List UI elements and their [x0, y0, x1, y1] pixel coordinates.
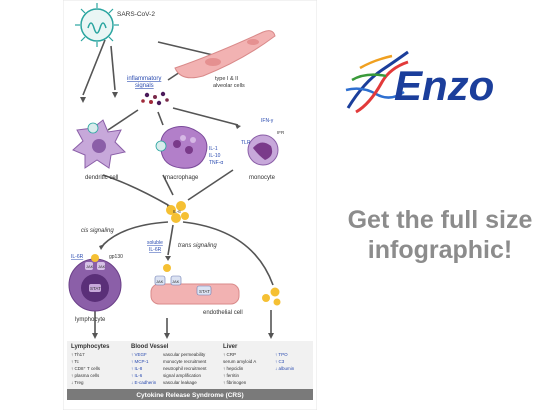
- vessel-right-item: vascular permeability: [163, 352, 206, 357]
- infographic-poster[interactable]: SARS-CoV-2 type I & II alveolar cells in…: [63, 0, 317, 410]
- macrophage-label: macrophage: [165, 175, 199, 181]
- liver-right-item: ↑ TPO: [275, 352, 288, 357]
- vessel-right-item: neutrophil recruitment: [163, 366, 207, 371]
- lymphocyte-label: lymphocyte: [75, 317, 106, 323]
- il6r-label: IL-6R: [71, 254, 84, 260]
- alveolar-label-2: alveolar cells: [213, 83, 245, 89]
- macrophage-icon: [155, 126, 208, 169]
- dna-helix-icon: [345, 50, 409, 114]
- effects-table: [67, 341, 313, 396]
- inflammatory-signal-dots: [141, 91, 169, 106]
- lymph-item: ↑ Th17: [71, 352, 85, 357]
- vessel-right-item: signal amplification: [163, 373, 202, 378]
- vessel-left-item: ↓ E-cadherin: [131, 380, 157, 385]
- liver-right-item: ↓ albumin: [275, 366, 295, 371]
- il10-label: IL-10: [209, 153, 221, 159]
- dendritic-cell-label: dendritic cell: [85, 175, 118, 181]
- stat-label-endo: STAT: [199, 289, 210, 294]
- vessel-left-item: ↑ VEGF: [131, 352, 147, 357]
- cis-signaling-label: cis signaling: [81, 228, 114, 234]
- ifn-label: IFN-γ: [261, 118, 274, 124]
- jak-label-right: JAK: [98, 264, 106, 269]
- logo-text: Enzo: [394, 62, 494, 109]
- full-size-infographic-link[interactable]: Get the full size infographic!: [320, 205, 560, 265]
- tlr-label: TLR: [241, 140, 251, 146]
- gp130-label: gp130: [109, 254, 123, 260]
- endothelial-cell-icon: [150, 264, 240, 305]
- inflammatory-label-1: inflammatory: [127, 76, 161, 82]
- lymphocyte-icon: [68, 254, 122, 312]
- soluble-label-1: soluble: [147, 240, 163, 246]
- monocyte-label: monocyte: [249, 175, 276, 181]
- endothelial-label: endothelial cell: [203, 310, 243, 316]
- alveolar-label-1: type I & II: [215, 76, 239, 82]
- lymph-item: ↓ Treg: [71, 380, 84, 385]
- vessel-left-item: ↑ IL-6: [131, 373, 143, 378]
- liver-left-item: serum amyloid A: [223, 359, 256, 364]
- sars-cov-2-virus-icon: [75, 3, 119, 47]
- cta-line-1: Get the full size: [347, 206, 533, 234]
- jak-label-endo-2: JAK: [172, 279, 180, 284]
- crs-footer-bar: [67, 389, 313, 400]
- enzo-logo[interactable]: Enzo: [342, 42, 540, 120]
- pathway-arrows: [82, 39, 274, 333]
- tnf-label: TNF-α: [209, 160, 223, 166]
- lymphocytes-title: Lymphocytes: [71, 344, 110, 350]
- liver-left-item: ↑ CRP: [223, 352, 236, 357]
- alveolar-cells-icon: [174, 30, 276, 79]
- inflammatory-label-2: signals: [135, 83, 154, 89]
- dendritic-cell-icon: [72, 119, 127, 169]
- jak-label-endo-1: JAK: [156, 279, 164, 284]
- liver-right-item: ↑ C3: [275, 359, 285, 364]
- liver-left-item: ↑ hepcidin: [223, 366, 244, 371]
- stat-label-lymph: STAT: [90, 286, 101, 291]
- liver-left-item: ↑ ferritin: [223, 373, 240, 378]
- liver-title: Liver: [223, 344, 238, 350]
- ifr-label: IFR: [277, 130, 285, 135]
- liver-left-item: ↑ fibrinogen: [223, 380, 247, 385]
- il6-label: IL-6: [173, 209, 181, 214]
- virus-label: SARS-CoV-2: [117, 11, 155, 18]
- lymph-item: ↑ plasma cells: [71, 373, 100, 378]
- vessel-left-item: ↑ IL-8: [131, 366, 143, 371]
- trans-signaling-label: trans signaling: [178, 243, 217, 249]
- il6-cytokine-icon: [166, 201, 189, 223]
- il1-label: IL-1: [209, 146, 218, 152]
- crs-footer-label: Cytokine Release Syndrome (CRS): [136, 392, 243, 399]
- monocyte-icon: [247, 134, 279, 166]
- cta-line-2: infographic!: [367, 236, 513, 264]
- lymph-item: ↑ CD8⁺ T cells: [71, 366, 101, 371]
- il6-free-icon: [262, 287, 281, 306]
- lymph-item: ↑ Tc: [71, 359, 80, 364]
- blood-vessel-title: Blood Vessel: [131, 344, 169, 350]
- vessel-left-item: ↑ MCP-1: [131, 359, 149, 364]
- soluble-label-2: IL-6R: [149, 247, 162, 253]
- vessel-right-item: monocyte recruitment: [163, 359, 207, 364]
- jak-label-left: JAK: [86, 264, 94, 269]
- vessel-right-item: vascular leakage: [163, 380, 197, 385]
